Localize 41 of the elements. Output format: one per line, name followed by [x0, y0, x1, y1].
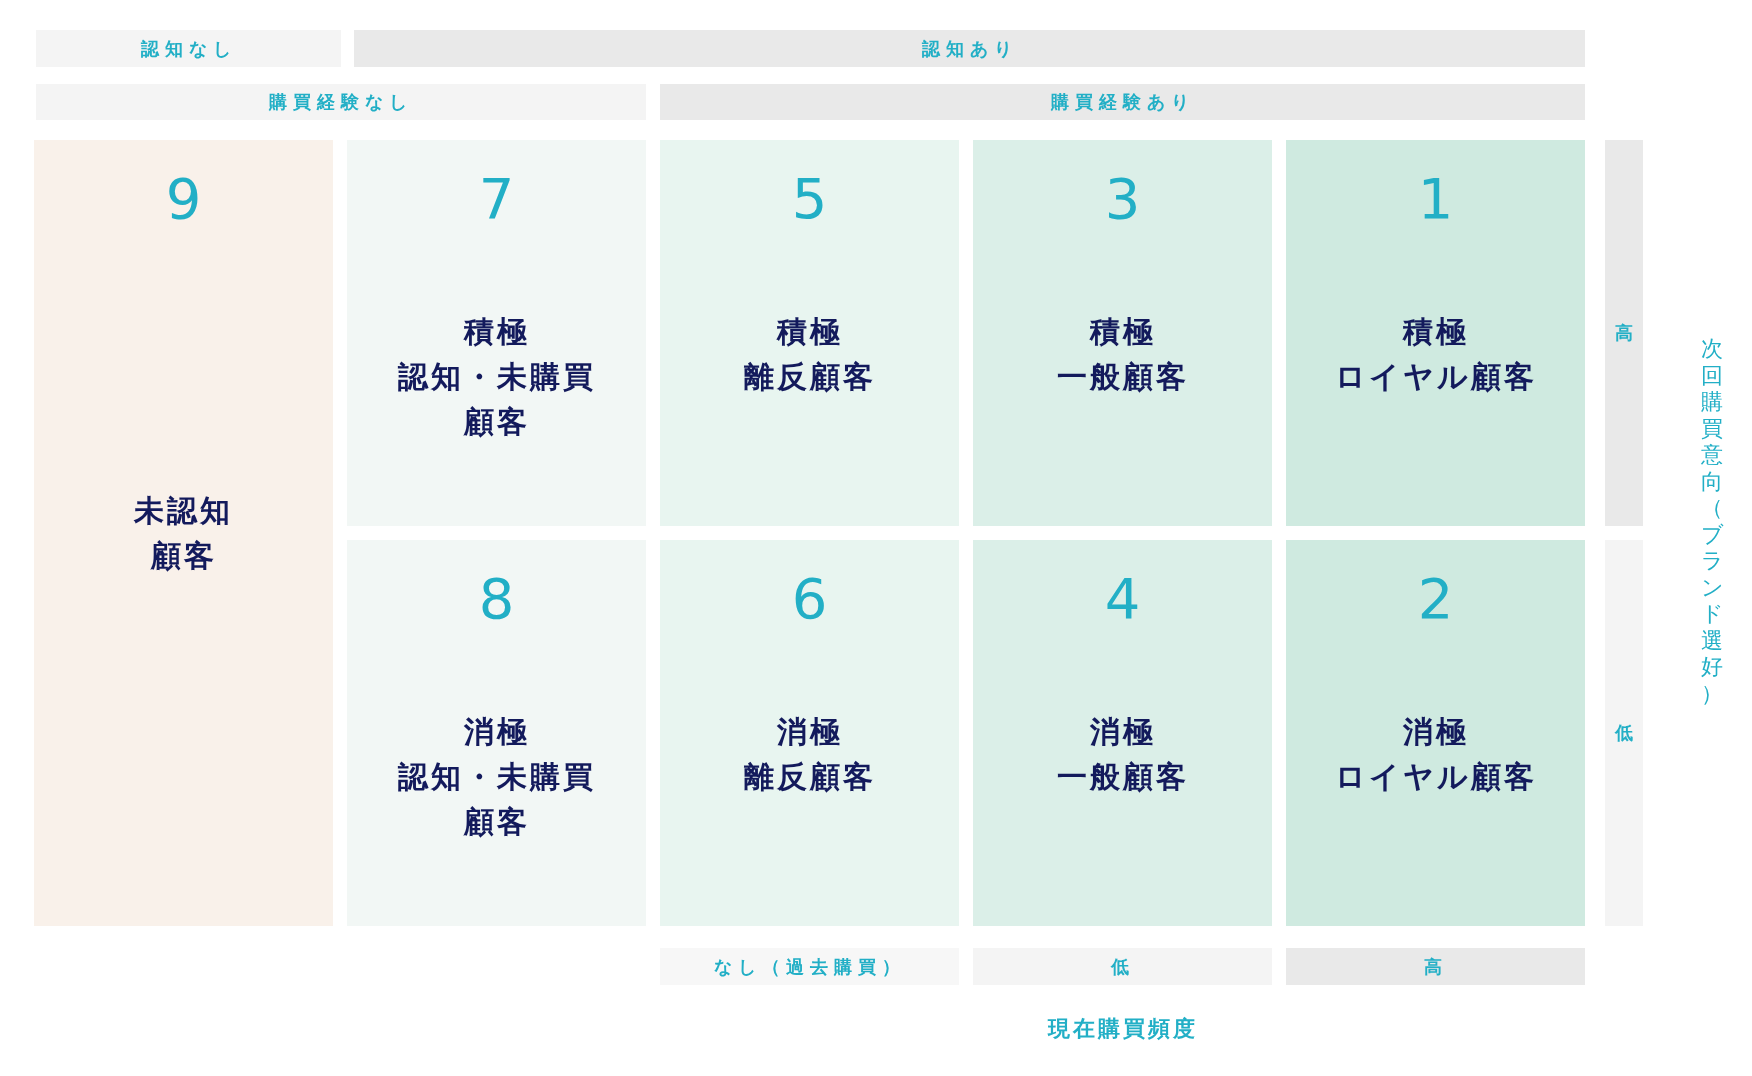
segment-name: 消極 — [776, 713, 843, 751]
segment-name: 消極 — [1402, 713, 1469, 751]
segment-name: 認知・未購買顧客 — [396, 758, 597, 841]
segment-number: 7 — [478, 170, 515, 228]
axis-level-label: 低 — [1110, 955, 1135, 978]
axis-level-label: なし（過去購買） — [713, 955, 906, 978]
axis-level-label: 低 — [1615, 722, 1633, 744]
segment-number: 6 — [791, 570, 828, 628]
header-label: 購買経験あり — [1050, 91, 1195, 113]
segment-number: 1 — [1417, 170, 1454, 228]
segment-name: 未認知顧客 — [133, 492, 234, 575]
segment-number: 3 — [1104, 170, 1141, 228]
segment-name: 離反顧客 — [743, 758, 876, 796]
segment-name: 積極 — [463, 313, 530, 351]
segment-name: 積極 — [1089, 313, 1156, 351]
segment-cell — [1286, 540, 1585, 926]
segment-number: 2 — [1417, 570, 1454, 628]
segment-name: 消極 — [1089, 713, 1156, 751]
segment-number: 8 — [478, 570, 515, 628]
header-label: 認知あり — [921, 37, 1018, 60]
segment-name: 一般顧客 — [1056, 358, 1189, 396]
segment-name: 認知・未購買顧客 — [396, 358, 597, 441]
segment-number: 9 — [165, 170, 202, 228]
segment-name: 一般顧客 — [1056, 758, 1189, 796]
segment-name: 積極 — [776, 313, 843, 351]
header-label: 認知なし — [140, 37, 237, 60]
segment-cell — [973, 140, 1272, 526]
segment-name: 離反顧客 — [743, 358, 876, 396]
segment-cell — [1286, 140, 1585, 526]
header-label: 購買経験なし — [269, 91, 413, 113]
axis-level-label: 高 — [1615, 322, 1633, 344]
axis-title: 次回購買意向（ブランド選好） — [1701, 336, 1723, 707]
segment-number: 5 — [791, 170, 828, 228]
segment-name: ロイヤル顧客 — [1334, 758, 1537, 796]
axis-title: 現在購買頻度 — [1048, 1016, 1198, 1042]
segment-cell — [973, 540, 1272, 926]
segment-name: 積極 — [1402, 313, 1469, 351]
segment-number: 4 — [1104, 570, 1141, 628]
axis-level-label: 高 — [1423, 955, 1448, 978]
segment-name: ロイヤル顧客 — [1334, 358, 1537, 396]
segment-name: 消極 — [463, 713, 530, 751]
